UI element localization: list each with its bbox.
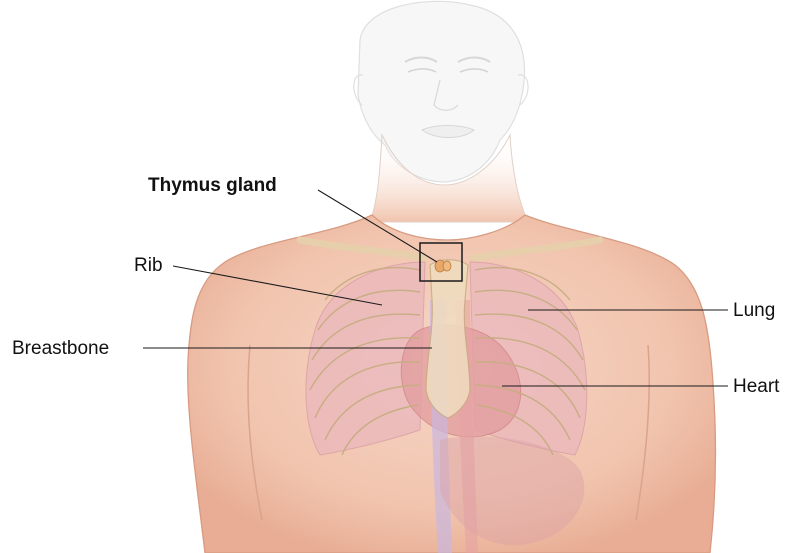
lung-label: Lung (733, 300, 775, 321)
thymus-shape (435, 260, 451, 272)
breastbone-shape (426, 260, 470, 418)
rib-label: Rib (134, 255, 163, 276)
breastbone-label: Breastbone (12, 338, 109, 359)
heart-label: Heart (733, 376, 780, 397)
thymus-label: Thymus gland (148, 175, 277, 196)
